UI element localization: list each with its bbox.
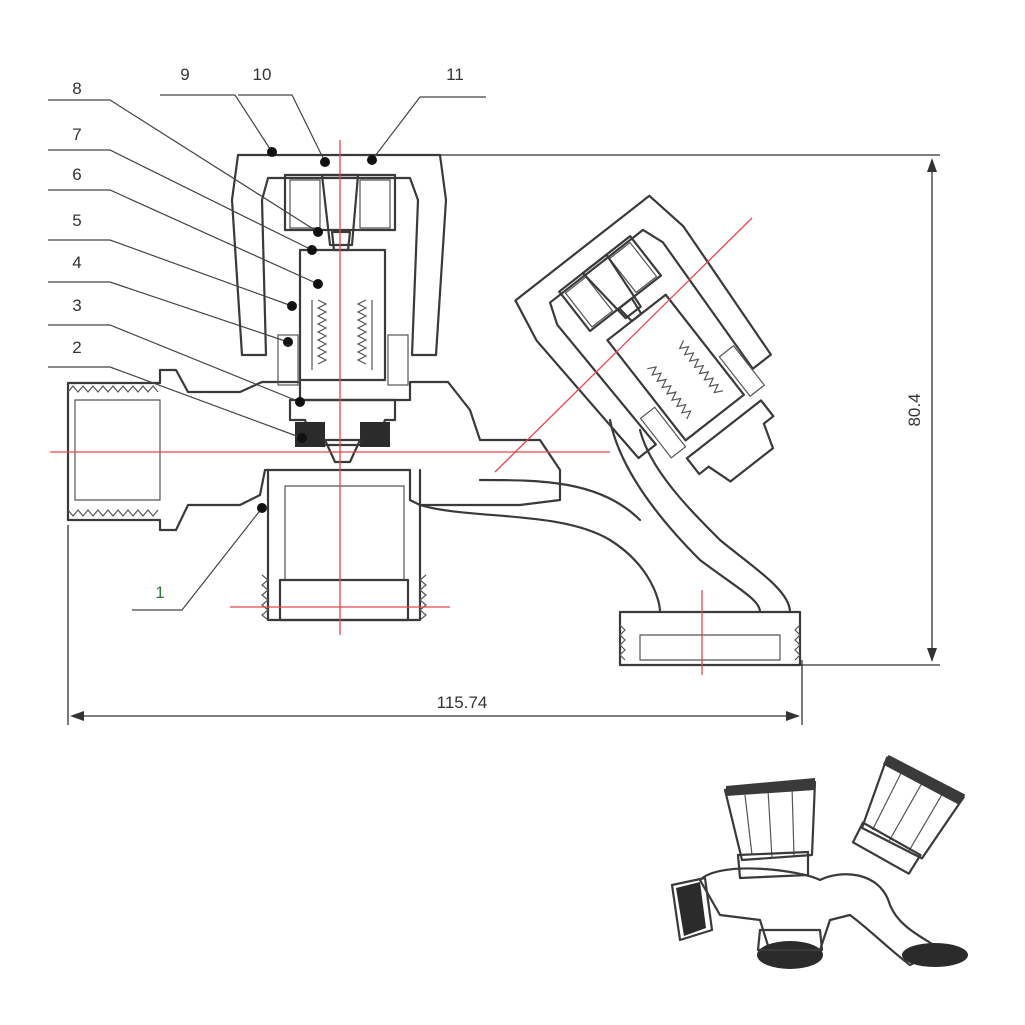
width-dimension-value: 115.74: [437, 693, 488, 712]
callout-2: 2: [72, 338, 81, 357]
callout-6: 6: [72, 165, 81, 184]
angled-valve-head: [514, 194, 775, 483]
callout-leaders: [48, 94, 486, 611]
callout-5: 5: [72, 211, 81, 230]
vertical-valve-head: [230, 153, 448, 464]
valve-body: [66, 368, 802, 667]
callout-9: 9: [180, 65, 189, 84]
callout-10: 10: [253, 65, 272, 84]
callout-labels: 9 10 11 8 7 6 5 4 3 2 1: [72, 65, 464, 602]
dimension-width: 115.74: [67, 525, 803, 725]
callout-8: 8: [72, 79, 81, 98]
height-dimension-value: 80.4: [905, 393, 924, 426]
dimension-height: 80.4: [440, 154, 940, 666]
callout-1: 1: [155, 583, 164, 602]
callout-4: 4: [72, 253, 81, 272]
callout-11: 11: [446, 65, 464, 84]
center-lines: [50, 140, 753, 675]
valve-3d-thumbnail: [670, 754, 968, 969]
callout-7: 7: [72, 125, 81, 144]
callout-3: 3: [72, 296, 81, 315]
